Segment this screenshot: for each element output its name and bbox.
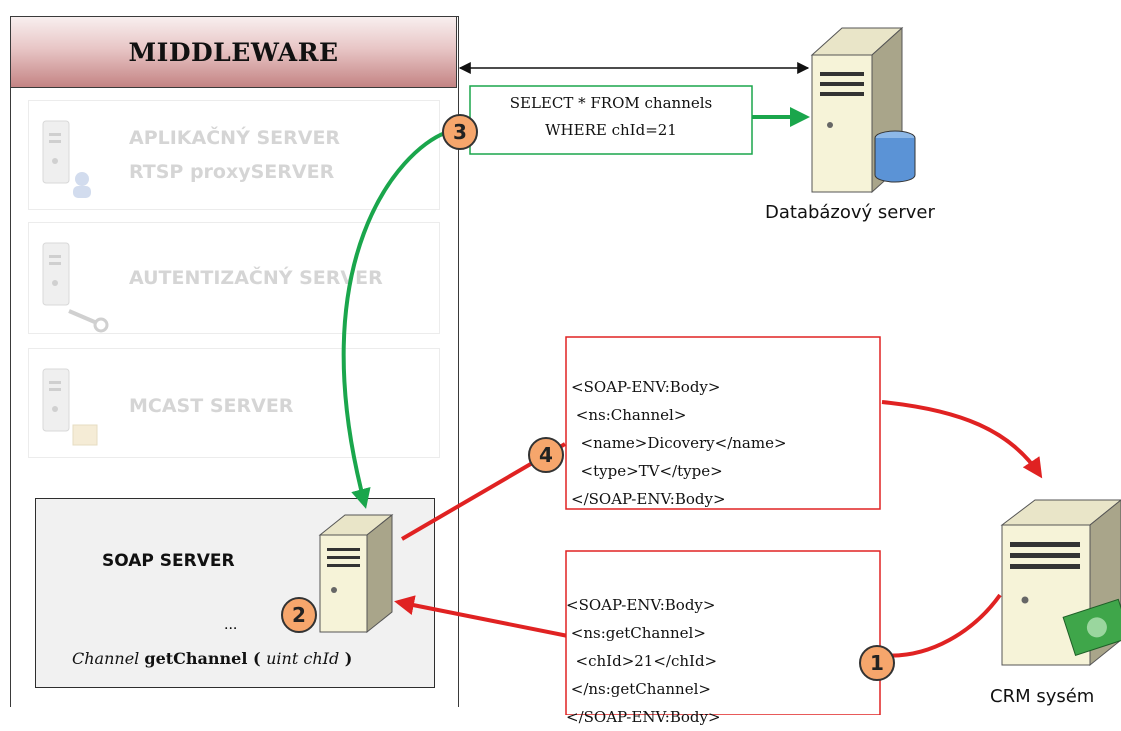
step-badge-2: 2 <box>281 597 317 633</box>
request-arrow-from-crm <box>879 593 1002 658</box>
auth-server-label: AUTENTIZAČNÝ SERVER <box>129 267 383 289</box>
paren-open: ( <box>247 649 267 668</box>
app-server-label: APLIKAČNÝ SERVER <box>129 127 341 149</box>
rtsp-proxy-label: RTSP proxySERVER <box>129 161 335 183</box>
xml-line: <ns:Channel> <box>571 406 687 424</box>
xml-line: <SOAP-ENV:Body> <box>571 378 721 396</box>
xml-line: <chId>21</chId> <box>566 652 718 670</box>
database-label: Databázový server <box>765 202 935 223</box>
crm-server-icon <box>1000 499 1121 667</box>
server-key-icon <box>42 242 109 333</box>
diagram-canvas <box>318 26 1121 715</box>
step-badge-4: 4 <box>528 437 564 473</box>
mcast-server-box: MCAST SERVER <box>28 348 440 458</box>
method-signature: Channel getChannel ( uint chId ) <box>72 649 352 668</box>
request-box <box>565 550 881 715</box>
crm-label: CRM sysém <box>990 686 1095 707</box>
query-arrow-to-soap <box>341 131 446 509</box>
response-arrow-to-crm <box>881 400 1043 479</box>
return-type: Channel <box>72 649 140 668</box>
database-server-icon <box>810 26 916 194</box>
soap-server-title: SOAP SERVER <box>102 551 235 571</box>
request-xml: <SOAP-ENV:Body> <ns:getChannel> <chId>21… <box>566 563 721 731</box>
middleware-header: MIDDLEWARE <box>10 16 457 88</box>
soap-server-icon <box>318 513 394 634</box>
xml-line: </SOAP-ENV:Body> <box>571 490 726 508</box>
query-line: SELECT * FROM channels <box>509 94 713 112</box>
step-badge-3: 3 <box>442 114 478 150</box>
request-arrow-to-soap <box>394 595 569 638</box>
server-user-icon <box>42 120 91 198</box>
app-server-box: APLIKAČNÝ SERVER RTSP proxySERVER <box>28 100 440 210</box>
response-xml: <SOAP-ENV:Body> <ns:Channel> <name>Dicov… <box>571 345 787 513</box>
ellipsis: ... <box>224 617 238 633</box>
xml-line: <name>Dicovery</name> <box>571 434 787 452</box>
xml-line: <ns:getChannel> <box>566 624 706 642</box>
step-badge-1: 1 <box>859 645 895 681</box>
server-folder-icon <box>42 368 98 446</box>
auth-server-box: AUTENTIZAČNÝ SERVER <box>28 222 440 334</box>
xml-line: </SOAP-ENV:Body> <box>566 708 721 726</box>
paren-close: ) <box>339 649 353 668</box>
xml-line: <type>TV</type> <box>571 462 723 480</box>
mcast-server-label: MCAST SERVER <box>129 395 294 417</box>
method-name: getChannel <box>144 649 248 668</box>
param: uint chId <box>266 649 340 668</box>
xml-line: <SOAP-ENV:Body> <box>566 596 716 614</box>
xml-line: </ns:getChannel> <box>566 680 711 698</box>
query-line: WHERE chId=21 <box>545 121 677 139</box>
response-box <box>565 336 881 510</box>
